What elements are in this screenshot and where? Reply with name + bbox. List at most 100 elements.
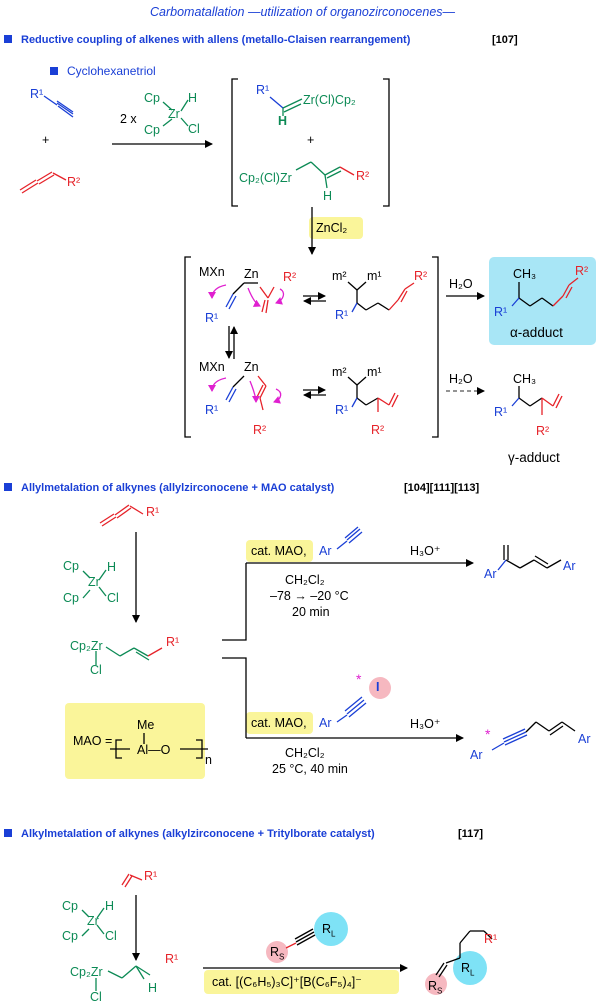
h-label: H [105,899,115,913]
r1-label: R¹ [205,311,219,325]
condition-time-label: 20 min [292,605,330,619]
cp-label: Cp [62,929,78,943]
ref-117: [117] [458,828,484,840]
cl-label: Cl [90,990,102,1004]
r2-label: R² [283,270,297,284]
m1-label: m¹ [367,365,382,379]
mxn-label: MXn [199,360,225,374]
ch2cl2-label: CH₂Cl₂ [285,573,325,587]
h-label: H [188,91,198,105]
cp-label: Cp [62,899,78,913]
ar-label: Ar [563,559,576,573]
gamma-adduct-label: γ-adduct [508,450,560,465]
n-label: n [205,753,212,767]
condition-label: 25 °C, 40 min [272,762,348,776]
r2-label: R² [253,423,267,437]
r1-label: R¹ [494,305,508,319]
zncl2-highlight [309,217,363,239]
sub-heading-cyclohexanetriol: Cyclohexanetriol [50,64,156,78]
r1-label: R¹ [144,869,158,883]
h-label: H [148,981,158,995]
m2-label: m² [332,269,347,283]
r1-label: R¹ [335,403,349,417]
star-label: * [356,671,362,687]
alpha-adduct-label: α-adduct [510,325,563,340]
cat-mao-label: cat. MAO, [251,716,307,730]
r1-label: R¹ [30,87,44,101]
trityl-catalyst-label: cat. [(C₆H₅)₃C]⁺[B(C₆F₅)₄]⁻ [212,975,362,989]
h-label: H [107,560,117,574]
cp-label: Cp [63,559,79,573]
cl-label: Cl [107,591,119,605]
r1-label: R¹ [146,505,160,519]
section-heading-allylmetalation: Allylmetalation of alkynes (allylzircono… [4,482,334,494]
ch3-label: CH₃ [513,372,537,386]
r2-label: R² [356,169,370,183]
rs-label: RS [428,979,443,996]
h3o-label: H₃O⁺ [410,544,441,558]
mxn-label: MXn [199,265,225,279]
zr-label: Zr [88,575,100,589]
ch2cl2-label: CH₂Cl₂ [285,746,325,760]
section-heading-reductive-coupling: Reductive coupling of alkenes with allen… [4,34,410,46]
h2o-label: H₂O [449,277,473,291]
cl-label: Cl [188,122,200,136]
cp2clzr-label: Cp₂(Cl)Zr [239,171,292,185]
star-label: * [485,726,491,742]
cl-label: Cl [90,663,102,677]
r1-label: R¹ [335,308,349,322]
r1-label: R¹ [256,83,270,97]
bullet-icon [50,67,58,75]
section-heading-alkylmetalation: Alkylmetalation of alkynes (alkylzircono… [4,828,375,840]
zrclcp2-label: Zr(Cl)Cp₂ [303,93,356,107]
ar-label: Ar [470,748,483,762]
mao-equals-label: MAO = [73,734,113,748]
r1-label: R¹ [484,932,498,946]
r1-label: R¹ [494,405,508,419]
r1-label: R¹ [205,403,219,417]
h-label: H [278,114,288,128]
cp-label: Cp [63,591,79,605]
r1-label: R¹ [166,635,180,649]
stoichiometry-label: 2 x [120,112,137,126]
cp2zr-label: Cp₂Zr [70,639,103,653]
bullet-icon [4,35,12,43]
zr-label: Zr [87,914,99,928]
r2-label: R² [575,264,589,278]
ref-107: [107] [492,34,518,46]
m1-label: m¹ [367,269,382,283]
h3o-label: H₃O⁺ [410,717,441,731]
ch3-label: CH₃ [513,267,537,281]
rs-label: RS [270,945,285,962]
r2-label: R² [67,175,81,189]
bullet-icon [4,829,12,837]
mao-definition-box [65,703,205,779]
plus-sign: + [42,133,50,147]
cp2zr-label: Cp₂Zr [70,965,103,979]
ar-label: Ar [484,567,497,581]
cp-label: Cp [144,91,160,105]
page-title: Carbomatallation —utilization of organoz… [150,5,456,19]
al-o-label: Al—O [137,743,171,757]
ar-label: Ar [319,716,332,730]
m2-label: m² [332,365,347,379]
ref-104-111-113: [104][111][113] [404,482,480,494]
h2o-label: H₂O [449,372,473,386]
trityl-highlight [204,970,399,994]
alpha-adduct-highlight [489,257,596,345]
ar-label: Ar [578,732,591,746]
me-label: Me [137,718,155,732]
zncl2-label: ZnCl₂ [316,221,348,235]
zr-label: Zr [168,107,180,121]
r2-label: R² [536,424,550,438]
ar-label: Ar [319,544,332,558]
rl-label: RL [461,961,475,978]
condition-temp-label: –78 → –20 °C [270,589,349,603]
rl-label: RL [322,922,336,939]
r1-label: R¹ [165,952,179,966]
mao-highlight-2 [246,712,313,734]
h-label: H [323,189,333,203]
zn-label: Zn [244,360,259,374]
i-label: I [376,680,380,694]
